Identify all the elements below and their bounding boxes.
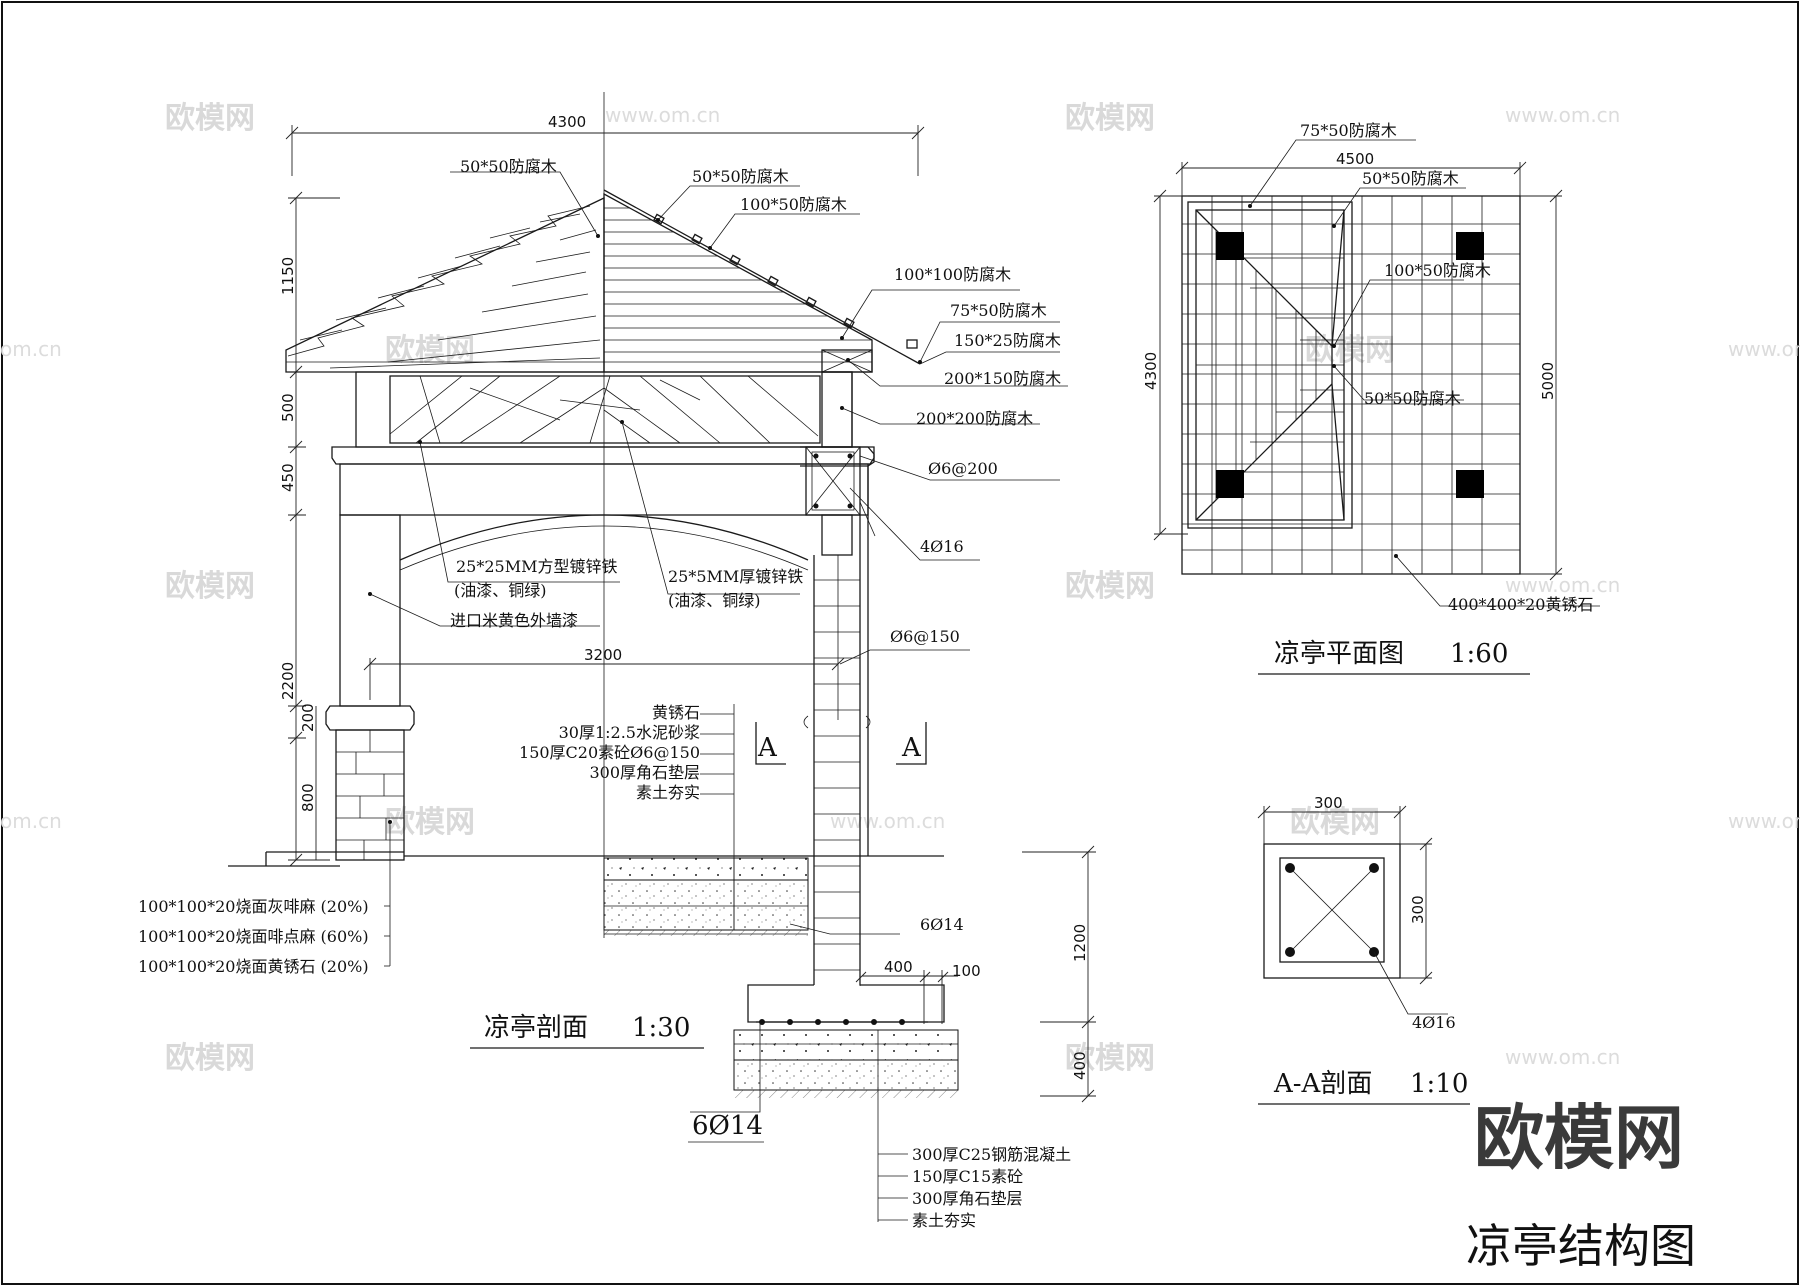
- watermarks: 欧模网 www.om.cn 欧模网 www.om.cn om.cn 欧模网 欧模…: [0, 101, 1800, 1076]
- sheet-title: 凉亭结构图: [1466, 1219, 1696, 1273]
- section-title: 凉亭剖面: [484, 1013, 588, 1043]
- plan-dim-top: 4500: [1336, 150, 1374, 168]
- label-square-iron: 25*25MM方型镀锌铁: [456, 557, 618, 576]
- label-100x50: 100*50防腐木: [740, 195, 847, 214]
- watermark: www.om.cn: [1505, 573, 1620, 597]
- dim-3200: 3200: [584, 646, 622, 664]
- label-rafter-50x50: 50*50防腐木: [460, 157, 557, 176]
- watermark: 欧模网: [1305, 333, 1395, 368]
- plan-scale: 1:60: [1450, 639, 1508, 669]
- plan-label-100x50: 100*50防腐木: [1384, 261, 1491, 280]
- aa-scale: 1:10: [1410, 1069, 1468, 1099]
- dim-2200: 2200: [279, 662, 297, 700]
- footing-layer-1: 300厚C25钢筋混凝土: [912, 1145, 1071, 1164]
- floor-layer-3: 150厚C20素砼Ø6@150: [519, 743, 700, 762]
- plan-dim-left: 4300: [1142, 352, 1160, 390]
- label-100x100: 100*100防腐木: [894, 265, 1011, 284]
- brand-logo: 欧模网: [1474, 1097, 1684, 1179]
- dim-4300: 4300: [548, 113, 586, 131]
- watermark: om.cn: [0, 337, 62, 361]
- dim-200: 200: [299, 703, 317, 732]
- label-75x50: 75*50防腐木: [950, 301, 1047, 320]
- watermark: www.om.cn: [1728, 809, 1800, 833]
- footing-layer-4: 素土夯实: [912, 1211, 976, 1230]
- base-finish-3: 100*100*20烧面黄锈石 (20%): [138, 957, 369, 976]
- dim-400-width: 400: [884, 958, 913, 976]
- floor-layer-4: 300厚角石垫层: [589, 763, 700, 782]
- aa-label-rebar: 4Ø16: [1412, 1013, 1456, 1032]
- watermark: om.cn: [0, 809, 62, 833]
- label-150x25: 150*25防腐木: [954, 331, 1061, 350]
- watermark: www.om.cn: [605, 103, 720, 127]
- plan-dim-right: 5000: [1539, 362, 1557, 400]
- aa-dim-top: 300: [1314, 794, 1343, 812]
- label-flat-iron: 25*5MM厚镀锌铁: [668, 567, 803, 586]
- watermark: 欧模网: [385, 805, 475, 840]
- label-200x150: 200*150防腐木: [944, 369, 1061, 388]
- label-200x200: 200*200防腐木: [916, 409, 1033, 428]
- plan-label-paving: 400*400*20黄锈石: [1448, 595, 1593, 614]
- label-rebar-tie-200: Ø6@200: [928, 459, 998, 478]
- dim-450: 450: [279, 463, 297, 492]
- watermark: www.om.cn: [1505, 103, 1620, 127]
- label-square-iron-note: (油漆、铜绿): [454, 581, 547, 600]
- footing-layer-2: 150厚C15素砼: [912, 1167, 1023, 1186]
- dim-800: 800: [299, 783, 317, 812]
- watermark: 欧模网: [1065, 569, 1155, 604]
- dim-1150: 1150: [279, 257, 297, 295]
- plan-label-50x50-top: 50*50防腐木: [1362, 169, 1459, 188]
- watermark: 欧模网: [1065, 101, 1155, 136]
- dim-500: 500: [279, 393, 297, 422]
- dim-100: 100: [952, 962, 981, 980]
- watermark: 欧模网: [165, 1041, 255, 1076]
- cut-mark-right: A: [901, 733, 922, 763]
- floor-layer-2: 30厚1:2.5水泥砂浆: [559, 723, 700, 742]
- plan-title: 凉亭平面图: [1274, 639, 1404, 669]
- section-view: 4300 1150 500 450 2200 200 800: [138, 92, 1096, 1230]
- aa-dim-right: 300: [1409, 895, 1427, 924]
- watermark: 欧模网: [1290, 805, 1380, 840]
- plan-label-50x50-bottom: 50*50防腐木: [1364, 389, 1461, 408]
- watermark: www.om.cn: [1728, 337, 1800, 361]
- dim-1200: 1200: [1071, 924, 1089, 962]
- label-wall-paint: 进口米黄色外墙漆: [450, 611, 578, 630]
- label-flat-iron-note: (油漆、铜绿): [668, 591, 761, 610]
- aa-title: A-A剖面: [1273, 1069, 1372, 1099]
- base-finish-1: 100*100*20烧面灰啡麻 (20%): [138, 897, 369, 916]
- label-4-16: 4Ø16: [920, 537, 964, 556]
- floor-layer-1: 黄锈石: [652, 703, 700, 722]
- watermark: www.om.cn: [830, 809, 945, 833]
- watermark: 欧模网: [1065, 1041, 1155, 1076]
- label-6-14-top: 6Ø14: [920, 915, 964, 934]
- plan-view: 4500 4300 5000 75*50防腐木 50*50防腐木 100*50防…: [1142, 121, 1600, 675]
- dim-400: 400: [1071, 1051, 1089, 1080]
- label-6-14-bottom: 6Ø14: [692, 1111, 763, 1141]
- watermark: www.om.cn: [1505, 1045, 1620, 1069]
- base-finish-2: 100*100*20烧面啡点麻 (60%): [138, 927, 369, 946]
- footing-layer-3: 300厚角石垫层: [912, 1189, 1023, 1208]
- cut-mark-left: A: [757, 733, 778, 763]
- label-purlin-50x50: 50*50防腐木: [692, 167, 789, 186]
- floor-layer-5: 素土夯实: [636, 783, 700, 802]
- watermark: 欧模网: [165, 569, 255, 604]
- plan-label-75x50: 75*50防腐木: [1300, 121, 1397, 140]
- section-scale: 1:30: [632, 1013, 690, 1043]
- aa-section-view: 300 300 4Ø16 A-A剖面 1:10: [1257, 794, 1470, 1105]
- label-rebar-tie-150: Ø6@150: [890, 627, 960, 646]
- watermark: 欧模网: [165, 101, 255, 136]
